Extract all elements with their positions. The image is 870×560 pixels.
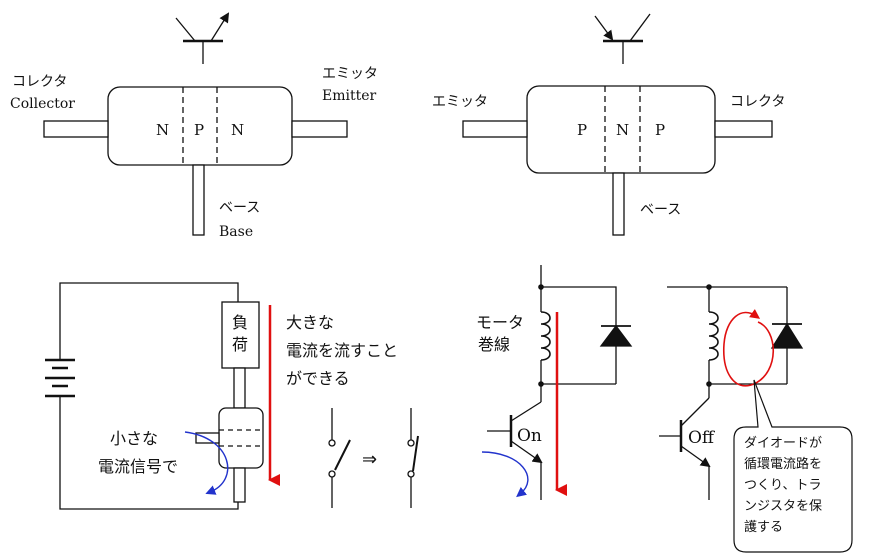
npn-structure [43, 12, 348, 236]
flyback-diode-icon [599, 314, 633, 384]
base-signal-arrow [481, 451, 529, 498]
battery-icon [45, 358, 75, 398]
npn-layer-1: N [156, 121, 169, 139]
pnp-emitter-jp: エミッタ [432, 94, 488, 110]
flyback-diode-off-icon [770, 322, 804, 384]
pnp-structure [462, 13, 773, 236]
big-current-text-3: ができる [286, 369, 350, 388]
big-current-text-1: 大きな [286, 313, 334, 332]
npn-base-jp: ベース [219, 200, 260, 216]
npn-layer-3: N [231, 121, 244, 139]
pnp-layer-3: P [655, 121, 665, 139]
callout-line-4: ンジスタを保 [744, 499, 822, 514]
pnp-layer-1: P [577, 121, 587, 139]
npn-base-en: Base [219, 224, 253, 240]
callout-bubble [733, 379, 853, 553]
pnp-base-jp: ベース [640, 202, 681, 218]
switch-open-icon [328, 408, 351, 508]
circulating-current-arrow [723, 309, 775, 387]
npn-layer-2: P [194, 121, 204, 139]
callout-line-5: 護する [744, 519, 783, 535]
load-label-1: 負 [232, 313, 248, 332]
npn-collector-jp: コレクタ [12, 74, 67, 90]
callout-line-1: ダイオードが [744, 436, 822, 451]
big-current-text-2: 電流を流すこと [286, 341, 398, 360]
motor-circuit-on [487, 265, 633, 500]
pnp-symbol-icon [594, 13, 651, 64]
switch-closed-icon [407, 408, 419, 508]
transistor-on-icon [487, 401, 543, 500]
npn-emitter-jp: エミッタ [322, 66, 378, 82]
implies-arrow: ⇒ [362, 449, 377, 470]
small-signal-text-2: 電流信号で [98, 457, 178, 476]
motor-label-2: 巻線 [478, 335, 510, 354]
motor-circuit-off [659, 286, 804, 500]
npn-emitter-en: Emitter [322, 88, 377, 104]
pnp-collector-jp: コレクタ [730, 94, 785, 110]
npn-collector-en: Collector [10, 96, 75, 112]
small-signal-arrow [184, 431, 229, 495]
state-on-label: On [517, 426, 542, 446]
state-off-label: Off [688, 428, 716, 448]
motor-coil-icon [540, 311, 551, 361]
callout-line-2: 循環電流路を [744, 456, 822, 472]
pnp-layer-2: N [616, 121, 629, 139]
motor-coil-off-icon [708, 311, 719, 361]
small-signal-text-1: 小さな [110, 429, 158, 448]
load-label-2: 荷 [232, 335, 248, 354]
basic-circuit [45, 282, 419, 510]
callout-line-3: つくり、トラ [744, 478, 821, 493]
motor-label-1: モータ [476, 313, 524, 332]
transistor-off-icon [659, 397, 711, 500]
npn-symbol-icon [175, 12, 230, 64]
